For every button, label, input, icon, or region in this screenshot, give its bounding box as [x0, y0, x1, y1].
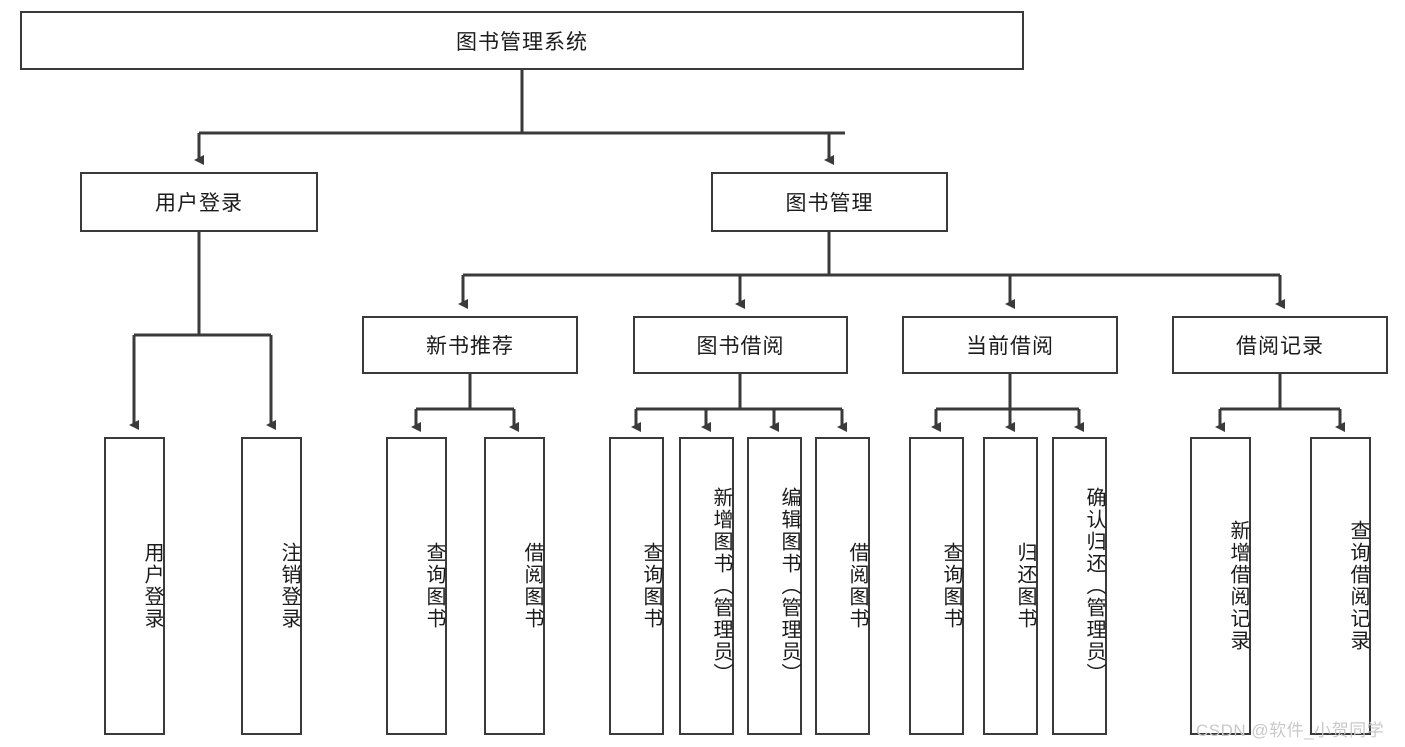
node-borrow-record-label: 借阅记录 [1236, 335, 1324, 358]
leaf-query-book-borrow-label: 查询图书 [640, 542, 662, 630]
leaf-user-login-label: 用户登录 [141, 542, 163, 630]
wire-group-user-login [129, 232, 276, 430]
leaf-confirm-return-label: 确认归还（管理员） [1083, 487, 1105, 685]
wire-group-borrow-record [1215, 374, 1345, 432]
node-user-login[interactable]: 用户登录 [80, 172, 318, 232]
node-root-label: 图书管理系统 [456, 30, 588, 54]
leaf-query-book-rec-label: 查询图书 [423, 542, 445, 630]
leaf-edit-book[interactable]: 编辑图书（管理员） [747, 437, 802, 735]
node-user-login-label: 用户登录 [155, 192, 243, 215]
wire-group-current-borrow [931, 374, 1084, 432]
wire-group-root [194, 70, 845, 165]
leaf-add-book[interactable]: 新增图书（管理员） [679, 437, 734, 735]
leaf-return-book-label: 归还图书 [1014, 542, 1036, 630]
leaf-borrow-book-rec-label: 借阅图书 [521, 542, 543, 630]
leaf-query-record[interactable]: 查询借阅记录 [1310, 437, 1371, 735]
wire-group-new-book [411, 374, 519, 432]
csdn-watermark: CSDN @软件_小贺同学 [1196, 721, 1385, 740]
leaf-query-book-cur[interactable]: 查询图书 [909, 437, 964, 735]
node-current-borrow[interactable]: 当前借阅 [902, 316, 1118, 374]
wire-group-book-manage [458, 232, 1285, 309]
leaf-query-book-cur-label: 查询图书 [940, 542, 962, 630]
leaf-user-login[interactable]: 用户登录 [104, 437, 165, 735]
node-book-manage-label: 图书管理 [785, 192, 874, 215]
leaf-edit-book-label: 编辑图书（管理员） [778, 487, 800, 685]
node-book-borrow[interactable]: 图书借阅 [633, 316, 848, 374]
leaf-logout-label: 注销登录 [278, 542, 300, 630]
leaf-logout[interactable]: 注销登录 [241, 437, 302, 735]
leaf-add-record[interactable]: 新增借阅记录 [1190, 437, 1251, 735]
wire-group-book-borrow [631, 374, 847, 432]
leaf-borrow-book-label: 借阅图书 [846, 542, 868, 630]
node-new-book-recommend[interactable]: 新书推荐 [362, 316, 578, 374]
node-book-borrow-label: 图书借阅 [696, 335, 785, 358]
leaf-confirm-return[interactable]: 确认归还（管理员） [1052, 437, 1107, 735]
leaf-query-record-label: 查询借阅记录 [1347, 520, 1369, 652]
leaf-add-record-label: 新增借阅记录 [1227, 520, 1249, 652]
leaf-query-book-borrow[interactable]: 查询图书 [609, 437, 664, 735]
node-book-manage[interactable]: 图书管理 [711, 172, 948, 232]
node-borrow-record[interactable]: 借阅记录 [1172, 316, 1388, 374]
node-new-book-recommend-label: 新书推荐 [426, 335, 514, 358]
leaf-query-book-rec[interactable]: 查询图书 [386, 437, 447, 735]
node-root[interactable]: 图书管理系统 [20, 11, 1024, 70]
leaf-borrow-book-rec[interactable]: 借阅图书 [484, 437, 545, 735]
leaf-return-book[interactable]: 归还图书 [983, 437, 1038, 735]
leaf-add-book-label: 新增图书（管理员） [710, 487, 732, 685]
leaf-borrow-book[interactable]: 借阅图书 [815, 437, 870, 735]
node-current-borrow-label: 当前借阅 [966, 335, 1054, 358]
